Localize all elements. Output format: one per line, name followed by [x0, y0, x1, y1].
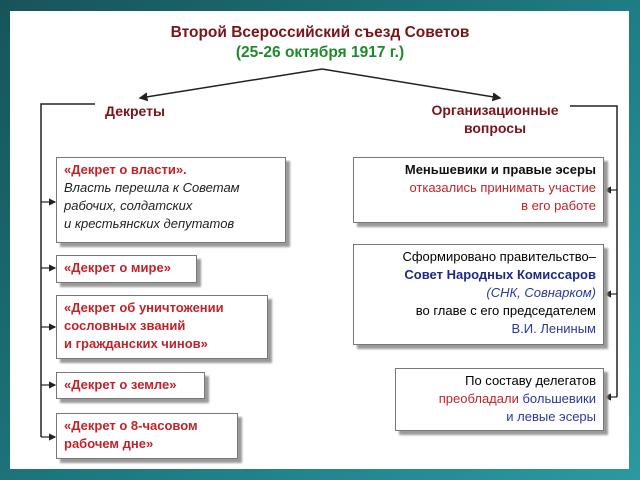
decree-peace-box: «Декрет о мире»	[56, 255, 197, 283]
diagram-subtitle: (25-26 октября 1917 г.)	[235, 44, 405, 61]
box-text: (СНК, Совнарком)	[486, 285, 596, 300]
decree-title: сословных званий	[64, 318, 186, 333]
box-text: во главе с его председателем	[415, 303, 596, 318]
box-text: большевики	[522, 391, 596, 406]
box-text: Меньшевики и правые эсеры	[404, 162, 596, 177]
box-text: в его работе	[521, 198, 596, 213]
decree-title: «Декрет о 8-часовом	[64, 418, 198, 433]
decree-estates-box: «Декрет об уничтожении сословных званий …	[56, 295, 268, 359]
box-text: и левые эсеры	[506, 409, 596, 424]
diagram-title: Второй Всероссийский съезд Советов	[170, 24, 470, 41]
box-text: отказались принимать участие	[409, 180, 596, 195]
arrow-to-decrees	[138, 68, 323, 102]
box-text: преобладали	[438, 391, 519, 406]
box-text: В.И. Лениным	[511, 321, 596, 336]
delegates-box: По составу делегатов преобладали большев…	[395, 368, 604, 431]
decree-workday-box: «Декрет о 8-часовом рабочем дне»	[56, 413, 238, 459]
decree-title: «Декрет о земле»	[64, 377, 177, 392]
right-bracket	[570, 105, 618, 397]
decree-title: и гражданских чинов»	[64, 336, 208, 351]
box-text: По составу делегатов	[465, 373, 596, 388]
decrees-heading: Декреты	[105, 103, 165, 119]
box-text: Сформировано правительство–	[402, 249, 596, 264]
org-heading-line: вопросы	[463, 120, 527, 136]
decree-power-box: «Декрет о власти». Власть перешла к Сове…	[56, 157, 286, 243]
decree-text: рабочих, солдатских	[64, 198, 193, 213]
org-heading: Организационные вопросы	[420, 101, 570, 137]
org-heading-line: Организационные	[431, 102, 559, 118]
decree-text: Власть перешла к Советам	[64, 180, 240, 195]
decree-title: «Декрет о власти».	[64, 162, 187, 177]
decree-land-box: «Декрет о земле»	[56, 372, 205, 399]
sovnarkom-box: Сформировано правительство– Совет Народн…	[353, 244, 604, 345]
decree-title: «Декрет об уничтожении	[64, 300, 224, 315]
decree-title: рабочем дне»	[64, 436, 154, 451]
decree-title: «Декрет о мире»	[64, 260, 171, 275]
arrow-to-org	[321, 68, 502, 102]
decree-text: и крестьянских депутатов	[64, 216, 235, 231]
left-bracket	[40, 103, 95, 437]
mensheviks-box: Меньшевики и правые эсеры отказались при…	[353, 157, 604, 223]
box-text: Совет Народных Комиссаров	[404, 267, 596, 282]
